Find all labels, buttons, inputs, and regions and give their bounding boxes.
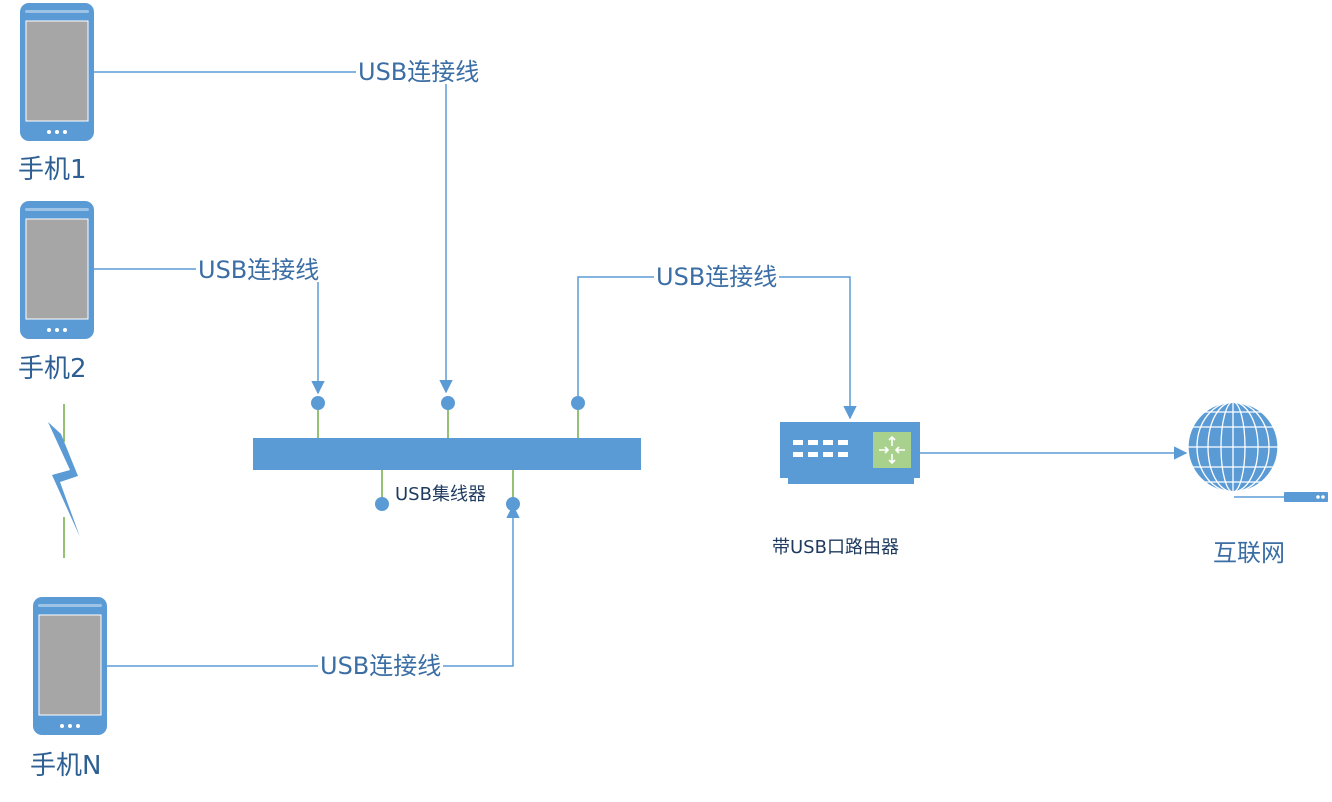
lightning-bolt-icon	[48, 422, 80, 537]
smartphone-icon	[32, 596, 108, 736]
smartphone-icon	[19, 2, 95, 142]
smartphone-icon	[19, 200, 95, 340]
phone-n-label: 手机N	[30, 751, 102, 781]
cable-hub-router	[577, 276, 857, 420]
cable-phone2-hub	[94, 268, 325, 395]
phone-n	[32, 596, 108, 736]
cable-label-phone1: USB连接线	[356, 58, 482, 86]
router-label: 带USB口路由器	[772, 537, 899, 558]
cable-phone1-hub	[94, 71, 453, 394]
phone-2	[19, 200, 95, 340]
wireless-link	[48, 404, 80, 558]
phone-2-label: 手机2	[18, 354, 87, 384]
cable-phonen-hub	[107, 504, 520, 667]
internet-label: 互联网	[1213, 539, 1285, 567]
globe-icon	[1187, 401, 1328, 502]
phone-1-label: 手机1	[18, 155, 87, 185]
router-icon	[780, 422, 920, 484]
usb-hub-label: USB集线器	[393, 484, 488, 505]
phone-1	[19, 2, 95, 142]
cable-label-phonen: USB连接线	[318, 652, 444, 680]
usb-hub-icon	[253, 396, 641, 511]
cable-label-phone2: USB连接线	[196, 256, 322, 284]
cable-label-router: USB连接线	[654, 263, 780, 291]
